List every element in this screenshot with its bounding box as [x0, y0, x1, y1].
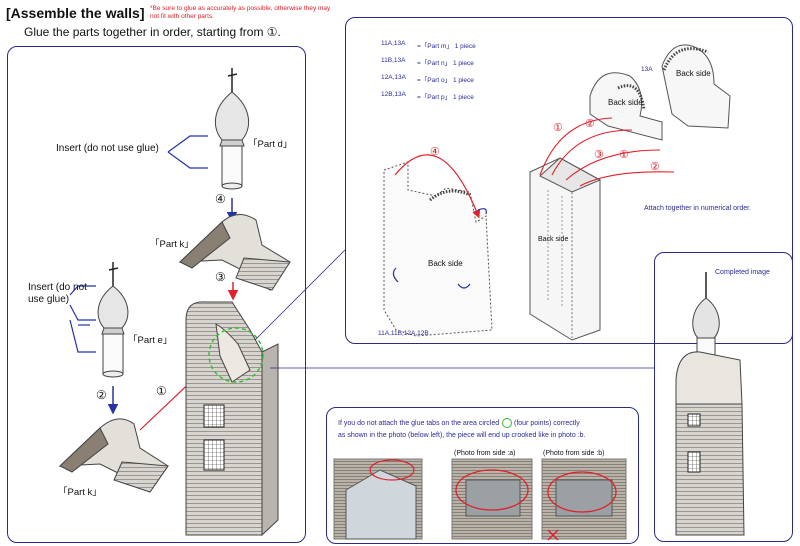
- part-k-bottom: [58, 418, 169, 493]
- left-panel: [7, 46, 306, 543]
- part-k-top: [178, 214, 291, 291]
- back-side-label-2: Back side: [608, 98, 643, 107]
- step-2-label: ②: [96, 388, 107, 402]
- parts-code-3: 12A,13A: [381, 74, 406, 81]
- part-e-label: 「Part e」: [128, 335, 173, 346]
- back-side-label-4: Back side: [538, 236, 569, 243]
- diagram-step-1b: ①: [619, 149, 629, 161]
- assembly-panel: [345, 17, 793, 344]
- photo-side-a: [451, 458, 533, 540]
- warning-panel: [326, 407, 639, 544]
- back-side-label-3: Back side: [428, 259, 463, 268]
- diagram-step-2b: ②: [650, 161, 660, 173]
- insert-e-label-line2: use glue): [28, 294, 70, 305]
- diagram-step-2a: ②: [585, 118, 595, 130]
- warning-line-2: as shown in the photo (below left), the …: [338, 432, 586, 439]
- parts-name-2: =「Part n」 1 piece: [417, 60, 474, 67]
- step-3-label: ③: [215, 270, 226, 284]
- page-title: [Assemble the walls]: [6, 5, 145, 21]
- completed-tower: [675, 272, 745, 536]
- accuracy-note: *Be sure to glue as accurately as possib…: [150, 5, 331, 20]
- photo-b-caption: (Photo from side :b): [543, 450, 605, 457]
- onion-sheet-piece: [589, 44, 731, 141]
- parts-code-4: 12B,13A: [381, 91, 406, 98]
- onion-dome-e: [97, 262, 129, 378]
- step-1-label: ①: [156, 384, 167, 398]
- warning-line-1b: (four points) correctly: [514, 420, 580, 427]
- parts-code-1: 11A,13A: [381, 40, 406, 47]
- tall-piece: [529, 157, 602, 341]
- attach-note: Attach together in numerical order.: [644, 205, 752, 212]
- photo-a-caption: (Photo from side :a): [454, 450, 516, 457]
- tower-base: [185, 301, 279, 537]
- parts-name-3: =「Part o」 1 piece: [417, 77, 474, 84]
- flat-sheet-parts: [383, 154, 493, 337]
- diagram-step-3: ③: [594, 149, 604, 161]
- onion-dome-d: [214, 68, 250, 190]
- insert-e-label-line1: Insert (do not: [28, 282, 87, 293]
- code-13a-label: 13A: [641, 66, 653, 73]
- part-k-top-label: 「Part k」: [150, 239, 194, 250]
- photo-correct: [333, 458, 423, 540]
- diagram-step-4: ④: [430, 146, 440, 158]
- warning-line-1: If you do not attach the glue tabs on th…: [338, 420, 500, 427]
- completed-panel: [654, 252, 793, 542]
- part-k-bottom-label: 「Part k」: [58, 487, 102, 498]
- part-d-label: 「Part d」: [248, 139, 293, 150]
- instructions-subtitle: Glue the parts together in order, starti…: [24, 25, 281, 39]
- green-circle-icon: [502, 418, 512, 428]
- back-side-label-1: Back side: [676, 69, 711, 78]
- step-4-label: ④: [215, 192, 226, 206]
- parts-name-4: =「Part p」 1 piece: [417, 94, 474, 101]
- photo-side-b: [541, 458, 627, 541]
- diagram-step-1a: ①: [553, 122, 563, 134]
- parts-code-2: 11B,13A: [381, 57, 406, 64]
- completed-label: Completed image: [715, 269, 770, 276]
- insert-d-label: Insert (do not use glue): [56, 143, 159, 154]
- parts-code-bottom: 11A,11B,12A,12B: [378, 330, 429, 337]
- parts-name-1: =「Part m」 1 piece: [417, 43, 476, 50]
